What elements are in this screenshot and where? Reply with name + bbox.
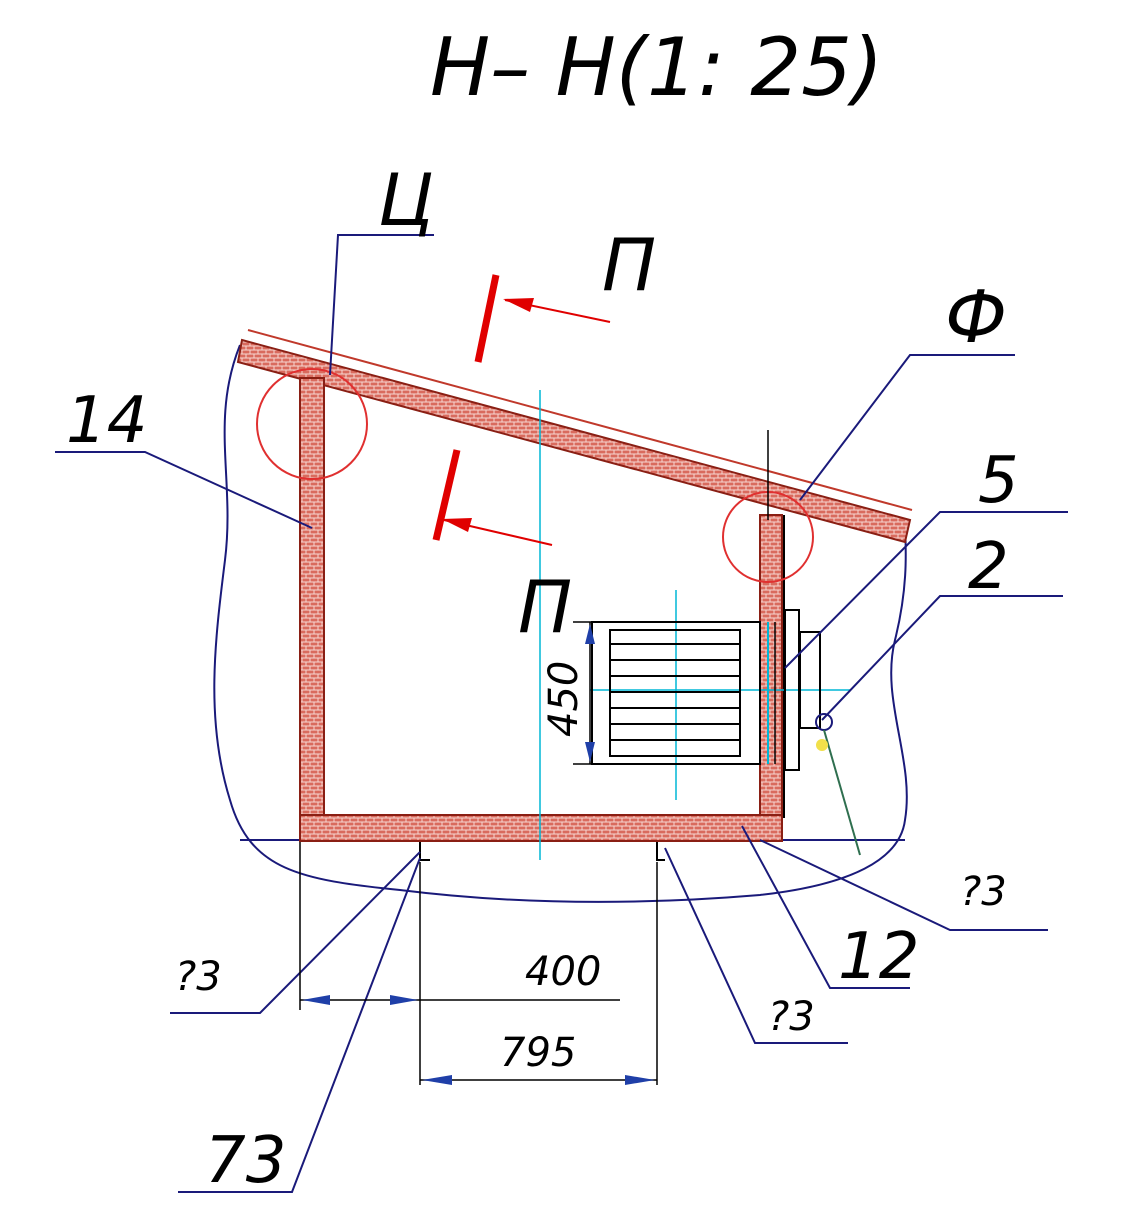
left-wall [299,377,325,819]
label-5: 5 [978,444,1019,518]
dimension-795-label: 795 [500,1030,576,1076]
right-wall [759,514,783,819]
floor-slab [299,814,783,842]
section-arrowhead-bottom [442,518,472,532]
break-outline [213,344,908,903]
detail-circle-left [256,368,368,480]
dimension-400 [299,842,620,1085]
leader-12 [741,825,910,989]
label-q-left: ?3 [175,954,222,1000]
leader-5 [784,511,1068,669]
dimension-795 [420,862,658,1085]
label-12: 12 [838,920,919,994]
roof-slab [236,338,912,544]
roof-top-line [247,329,913,511]
leader-q-right [759,839,1048,931]
label-14: 14 [66,384,147,458]
section-title: Н– Н(1: 25) [430,21,883,114]
label-q-bottom: ?3 [768,994,815,1040]
leader-phi [799,354,1015,501]
label-p-mid: П [518,565,572,649]
dimension-450 [573,621,600,765]
ac-unit [591,621,776,765]
label-phi: Ф [945,275,1007,359]
leader-14 [55,451,313,529]
label-2: 2 [968,530,1009,604]
section-arrowhead-top [503,298,534,312]
section-mark-bottom [432,449,461,541]
label-q-right: ?3 [960,869,1007,915]
wall-bracket [784,609,861,856]
leader-ts [329,234,434,376]
dimension-450-label: 450 [541,661,587,737]
leader-q-left [170,851,421,1014]
leader-2 [821,595,1063,721]
dimension-400-label: 400 [525,949,601,995]
label-p-top: П [602,223,656,307]
section-mark-top [474,274,500,363]
floor-supports [419,842,665,861]
label-ts: Ц [378,158,434,242]
leader-73 [178,857,421,1193]
leader-q-bottom [664,847,848,1044]
label-73: 73 [205,1124,286,1198]
